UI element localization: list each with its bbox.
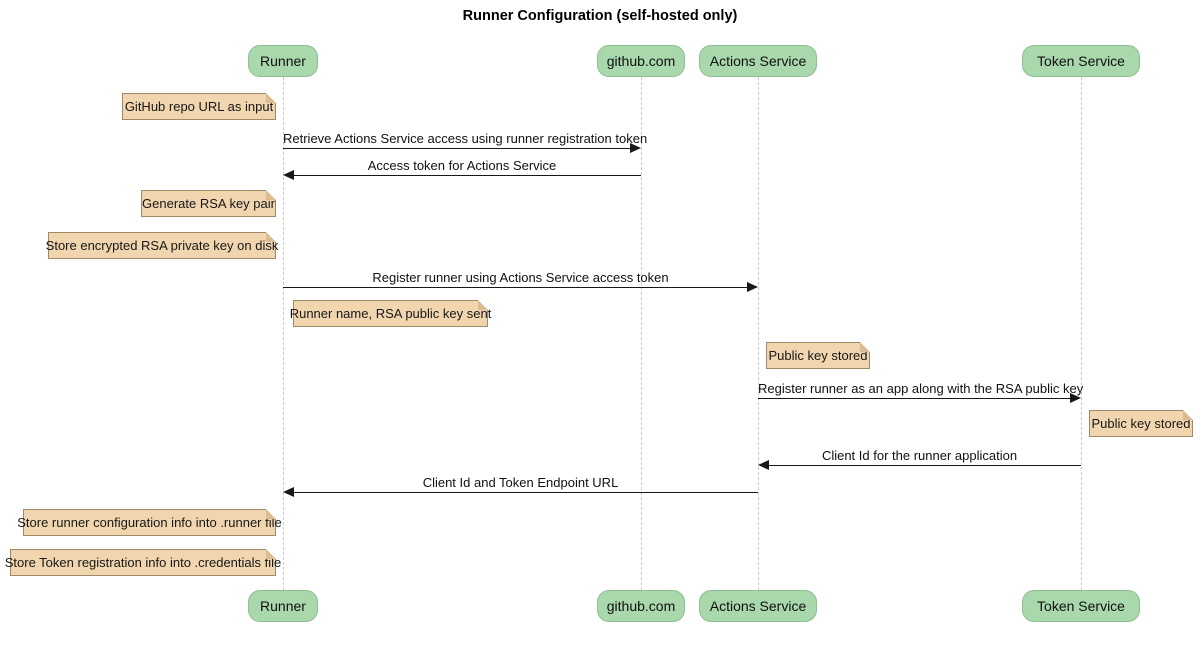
note-public-key-stored-actions: Public key stored [766, 342, 870, 369]
lifeline-actions-service [758, 77, 759, 590]
message-line [294, 175, 641, 176]
message-label: Retrieve Actions Service access using ru… [283, 131, 648, 146]
participant-runner-bottom: Runner [248, 590, 318, 622]
arrowhead-right-icon [630, 143, 641, 153]
note-store-runner-file: Store runner configuration info into .ru… [17, 509, 282, 536]
message-label: Access token for Actions Service [367, 158, 557, 173]
participant-token-service-top: Token Service [1022, 45, 1140, 77]
lifeline-github [641, 77, 642, 590]
note-runner-name-sent: Runner name, RSA public key sent [290, 300, 491, 327]
participant-github-top: github.com [597, 45, 685, 77]
note-generate-rsa-key: Generate RSA key pair [141, 190, 276, 217]
arrowhead-left-icon [283, 170, 294, 180]
participant-actions-service-bottom: Actions Service [699, 590, 817, 622]
note-store-credentials-file: Store Token registration info into .cred… [5, 549, 281, 576]
message-label: Register runner as an app along with the… [758, 381, 1084, 396]
diagram-title: Runner Configuration (self-hosted only) [462, 8, 738, 24]
lifeline-token-service [1081, 77, 1082, 590]
participant-github-bottom: github.com [597, 590, 685, 622]
lifeline-runner [283, 77, 284, 590]
arrowhead-left-icon [758, 460, 769, 470]
message-line [283, 287, 747, 288]
note-public-key-stored-token: Public key stored [1089, 410, 1193, 437]
message-line [769, 465, 1081, 466]
note-store-private-key: Store encrypted RSA private key on disk [46, 232, 278, 259]
note-github-repo-url: GitHub repo URL as input [122, 93, 276, 120]
message-label: Client Id and Token Endpoint URL [422, 475, 619, 490]
message-line [283, 148, 630, 149]
participant-actions-service-top: Actions Service [699, 45, 817, 77]
message-label: Register runner using Actions Service ac… [372, 270, 669, 285]
message-line [758, 398, 1070, 399]
participant-token-service-bottom: Token Service [1022, 590, 1140, 622]
message-label: Client Id for the runner application [821, 448, 1018, 463]
arrowhead-left-icon [283, 487, 294, 497]
message-line [294, 492, 758, 493]
arrowhead-right-icon [747, 282, 758, 292]
arrowhead-right-icon [1070, 393, 1081, 403]
participant-runner-top: Runner [248, 45, 318, 77]
